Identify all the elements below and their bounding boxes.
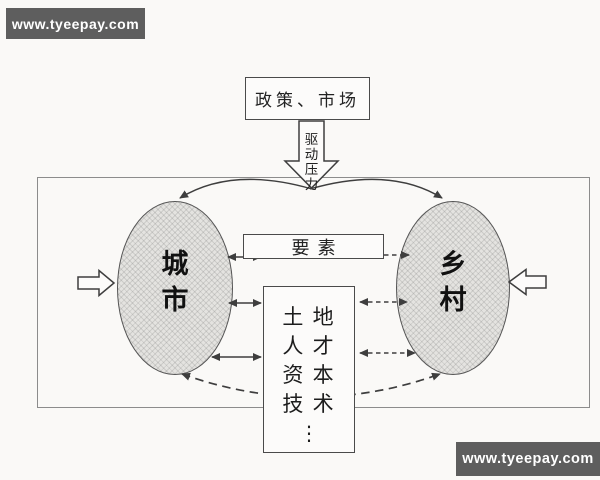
drive-pressure-arrow: [283, 120, 340, 190]
watermark-bottom-right: www.tyeepay.com: [456, 442, 600, 476]
village-ellipse: 乡 村: [396, 201, 510, 375]
watermark-text-2: www.tyeepay.com: [462, 451, 594, 467]
policy-market-label: 政策、市场: [255, 91, 360, 110]
elements-to-city-curve: [179, 178, 313, 199]
factor-row-land: 土 地: [282, 305, 336, 329]
drive-pressure-char-2: 动: [304, 147, 319, 162]
village-label-char-2: 村: [439, 285, 467, 315]
reform-left-arrow: [77, 268, 116, 298]
factor-row-capital: 资 本: [282, 363, 336, 387]
factor-row-talent: 人 才: [282, 334, 336, 358]
factors-ellipsis: ⋮: [299, 421, 319, 445]
reform-right-arrow: [507, 268, 547, 296]
city-label-char-1: 城: [161, 249, 189, 279]
drive-pressure-char-3: 压: [304, 162, 319, 177]
elements-label: 要素: [291, 237, 344, 258]
drive-pressure-label: 驱 动 压 力: [302, 132, 321, 192]
watermark-top-left: www.tyeepay.com: [6, 8, 145, 39]
elements-box: 要素: [243, 234, 384, 259]
policy-market-box: 政策、市场: [245, 77, 370, 120]
city-label-char-2: 市: [161, 285, 189, 315]
city-ellipse: 城 市: [117, 201, 233, 375]
drive-pressure-char-1: 驱: [304, 132, 319, 147]
drive-pressure-char-4: 力: [304, 177, 319, 192]
watermark-text: www.tyeepay.com: [11, 15, 140, 32]
village-label-char-1: 乡: [439, 249, 467, 279]
factor-row-technology: 技 术: [282, 392, 336, 416]
factors-box: 土 地 人 才 资 本 技 术 ⋮: [263, 286, 355, 453]
elements-to-village-curve: [309, 178, 443, 199]
